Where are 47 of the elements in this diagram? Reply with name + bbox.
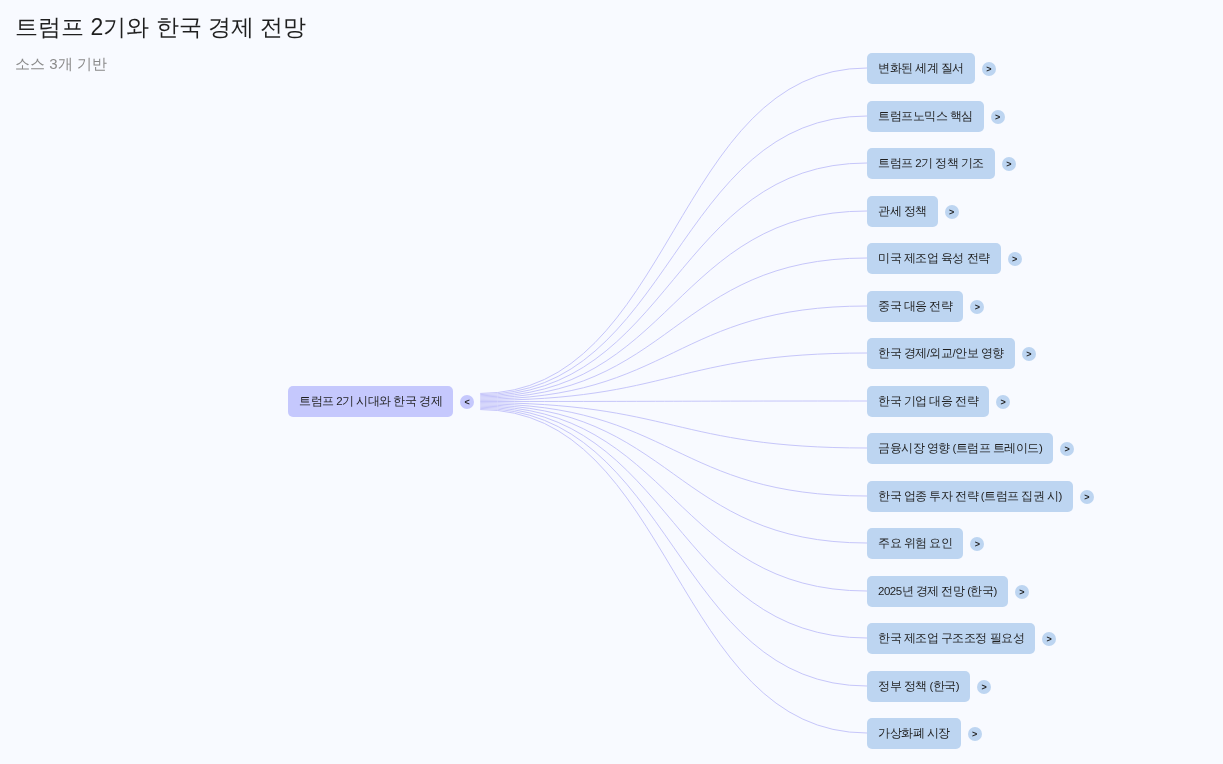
topic-box: 트럼프 2기 정책 기조: [867, 147, 995, 179]
topic-box: 2025년 경제 전망 (한국): [867, 575, 1008, 607]
toggle-button: >: [1002, 156, 1016, 171]
topic-box: 한국 업종 투자 전략 (트럼프 집권 시): [867, 480, 1073, 512]
topic-box: 가상화폐 시장: [867, 717, 961, 749]
toggle-button: >: [970, 299, 985, 314]
connector-line: [479, 162, 868, 397]
connector-line: [479, 400, 868, 402]
topic-box: 트럼프노믹스 핵심: [867, 100, 984, 132]
toggle-button: >: [990, 109, 1005, 124]
toggle-button: >: [967, 726, 982, 741]
topic-box: 정부 정책 (한국): [867, 670, 971, 702]
title: 트럼프 2기와 한국 경제 전망: [15, 13, 307, 42]
toggle-button: >: [944, 204, 959, 219]
toggle-button: >: [981, 61, 996, 76]
topic-box: 미국 제조업 육성 전략: [867, 242, 1001, 274]
toggle-button: >: [1060, 441, 1075, 456]
connector-line: [479, 305, 868, 400]
connector-line: [479, 403, 868, 497]
subtitle: 소스 3개 기반: [15, 54, 107, 74]
toggle-button: >: [970, 536, 985, 551]
toggle-button: >: [1079, 489, 1094, 504]
toggle-button: >: [1014, 584, 1029, 599]
connector-line: [479, 352, 868, 401]
connector-line: [479, 406, 868, 639]
connector-line: [479, 402, 868, 449]
topic-box: 관세 정책: [867, 195, 938, 227]
topic-box: 변화된 세계 질서: [867, 52, 975, 84]
toggle-button: <: [460, 395, 475, 409]
topic-box: 한국 제조업 구조조정 필요성: [867, 622, 1036, 654]
toggle-button: >: [1042, 631, 1057, 646]
toggle-button: >: [977, 679, 992, 694]
topic-box: 주요 위험 요인: [867, 527, 964, 559]
connector-line: [479, 67, 868, 394]
toggle-button: >: [1007, 251, 1022, 266]
connector-line: [479, 210, 868, 398]
root-topic-box: 트럼프 2기 시대와 한국 경제: [288, 386, 454, 417]
connector-line: [479, 257, 868, 399]
topic-box: 한국 기업 대응 전략: [867, 385, 990, 417]
topic-box: 금융시장 영향 (트럼프 트레이드): [867, 432, 1054, 464]
topic-box: 한국 경제/외교/안보 영향: [867, 337, 1015, 369]
connector-line: [479, 404, 868, 544]
topic-box: 중국 대응 전략: [867, 290, 964, 322]
connector-line: [479, 115, 868, 396]
connector-line: [479, 405, 868, 592]
toggle-button: >: [996, 394, 1011, 409]
toggle-button: >: [1021, 346, 1036, 361]
